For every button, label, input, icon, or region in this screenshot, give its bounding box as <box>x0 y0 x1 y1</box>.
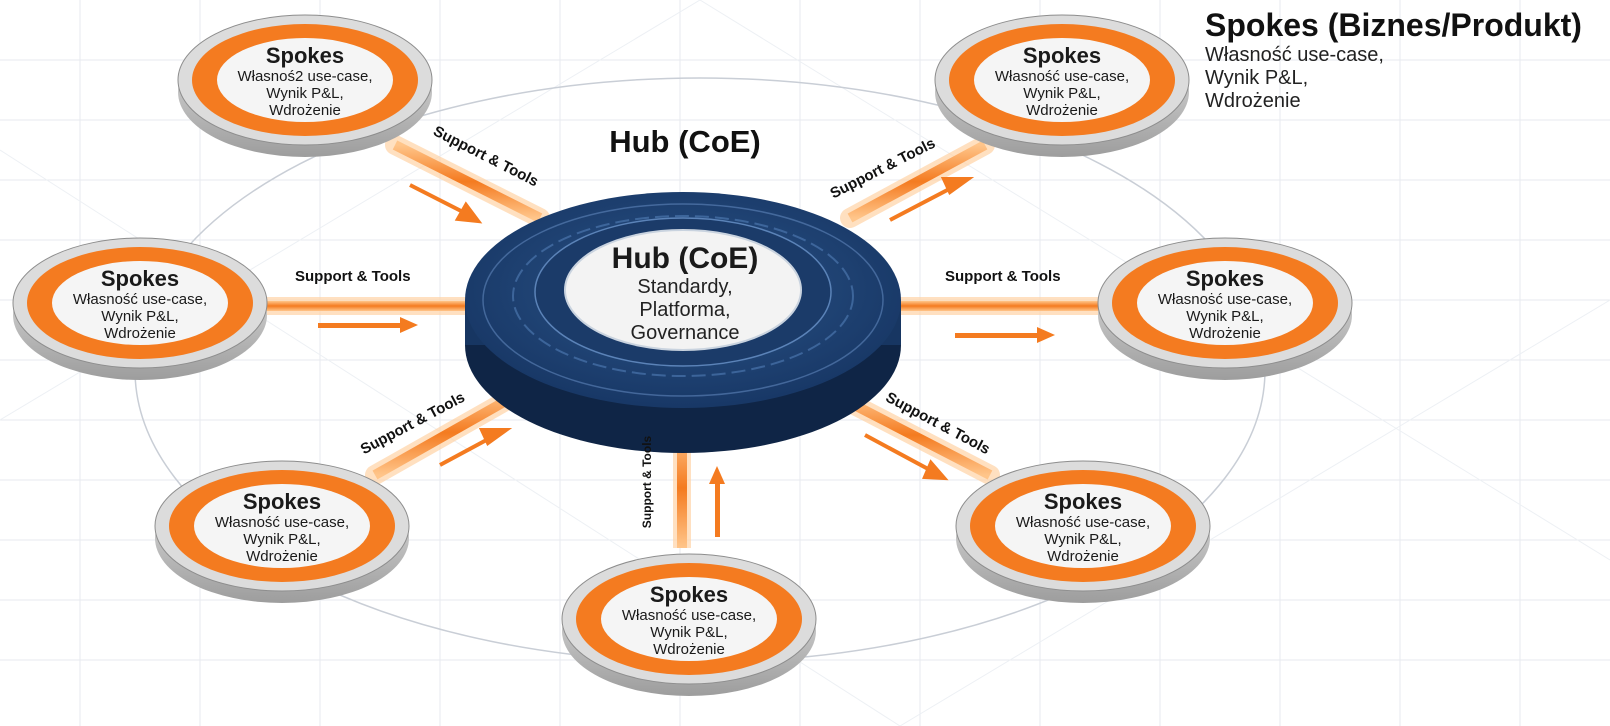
spoke-line: Wdrożenie <box>653 641 725 658</box>
spoke-label-7: Spokes Własność use-case, Wynik P&L, Wdr… <box>594 582 784 659</box>
hub-caption: Hub (CoE) <box>609 124 761 159</box>
spoke-line: Wdrożenie <box>1047 548 1119 565</box>
arrow-top-right <box>889 177 975 222</box>
spoke-coin-1 <box>177 14 433 157</box>
hub-line: Governance <box>630 322 740 344</box>
spoke-line: Własność use-case, <box>621 607 757 624</box>
spoke-label-4: Spokes Własnoṡć use-case, Wynik P&L, Wdr… <box>1130 266 1320 343</box>
hub-disc <box>465 192 901 453</box>
spoke-line: Wynik P&L, <box>266 85 344 102</box>
spoke-line: Wynik P&L, <box>1023 85 1101 102</box>
spoke-label-5: Spokes Własność use-case, Wynik P&L, Wdr… <box>187 489 377 566</box>
spoke-line: Wynik P&L, <box>243 531 321 548</box>
arrow-right <box>955 327 1055 343</box>
hub-center-plate <box>564 229 802 351</box>
spoke-coin-6 <box>955 460 1211 603</box>
connectors <box>265 135 1120 548</box>
spoke-title: Spokes <box>242 489 322 514</box>
spoke-line: Wdrożenie <box>104 325 176 342</box>
spoke-title: Spokes <box>1043 489 1123 514</box>
connector-top-right <box>840 135 995 228</box>
spoke-coin-7 <box>561 553 817 696</box>
legend-line: Wynik P&L, <box>1205 67 1309 89</box>
connector-bottom <box>673 428 725 548</box>
spoke-line: Własnoś2 use-case, <box>237 68 373 85</box>
connector-right <box>900 297 1120 343</box>
hub-title: Hub (CoE) <box>611 242 759 275</box>
spoke-line: Wdrożenie <box>1026 102 1098 119</box>
spoke-title: Spokes <box>649 582 729 607</box>
spoke-coin-2 <box>934 14 1190 157</box>
spoke-title: Spokes <box>1022 43 1102 68</box>
spoke-line: Własność use-case, <box>214 514 350 531</box>
spoke-coin-5 <box>154 460 410 603</box>
spoke-line: Własność use-case, <box>994 68 1130 85</box>
spoke-coin-4 <box>1097 237 1353 380</box>
connector-label-left: Support & Tools <box>295 268 411 285</box>
legend-line: Wdrożenie <box>1205 90 1301 112</box>
hub-label: Hub (CoE) Standardy, Platforma, Governan… <box>575 242 795 345</box>
connector-bottom-right <box>825 385 1000 485</box>
spoke-coins <box>12 14 1353 696</box>
arrow-bottom-right <box>864 433 949 481</box>
spoke-line: Wynik P&L, <box>650 624 728 641</box>
spoke-line: Wdrożenie <box>1189 325 1261 342</box>
spoke-label-3: Spokes Własność use-case, Wynik P&L, Wdr… <box>45 266 235 343</box>
arrow-bottom <box>709 466 725 537</box>
legend: Spokes (Biznes/Produkt) Własność use-cas… <box>1205 6 1582 113</box>
spoke-line: Wynik P&L, <box>1186 308 1264 325</box>
connector-label-bottom: Support & Tools <box>640 435 655 529</box>
arrow-left <box>318 317 418 333</box>
legend-line: Własność use-case, <box>1205 44 1384 66</box>
spoke-line: Własność use-case, <box>72 291 208 308</box>
connector-left <box>265 297 485 333</box>
spoke-line: Wynik P&L, <box>101 308 179 325</box>
spoke-label-2: Spokes Własność use-case, Wynik P&L, Wdr… <box>967 43 1157 120</box>
arrow-bottom-left <box>439 428 513 467</box>
spoke-title: Spokes <box>1185 266 1265 291</box>
connector-bottom-left <box>365 380 535 485</box>
spoke-line: Własność use-case, <box>1015 514 1151 531</box>
connector-label-right: Support & Tools <box>945 268 1061 285</box>
connector-top-left <box>385 135 550 228</box>
spoke-coin-3 <box>12 237 268 380</box>
spoke-line: Wynik P&L, <box>1044 531 1122 548</box>
legend-title: Spokes (Biznes/Produkt) <box>1205 7 1582 43</box>
spoke-line: Wdrożenie <box>269 102 341 119</box>
spoke-title: Spokes <box>100 266 180 291</box>
spoke-line: Wdrożenie <box>246 548 318 565</box>
hub-line: Standardy, <box>637 276 733 298</box>
spoke-label-6: Spokes Własność use-case, Wynik P&L, Wdr… <box>988 489 1178 566</box>
arrow-top-left <box>409 183 483 224</box>
spoke-line: Własnoṡć use-case, <box>1157 291 1293 308</box>
hub-line: Platforma, <box>639 299 731 321</box>
spoke-label-1: Spokes Własnoś2 use-case, Wynik P&L, Wdr… <box>210 43 400 120</box>
spoke-title: Spokes <box>265 43 345 68</box>
